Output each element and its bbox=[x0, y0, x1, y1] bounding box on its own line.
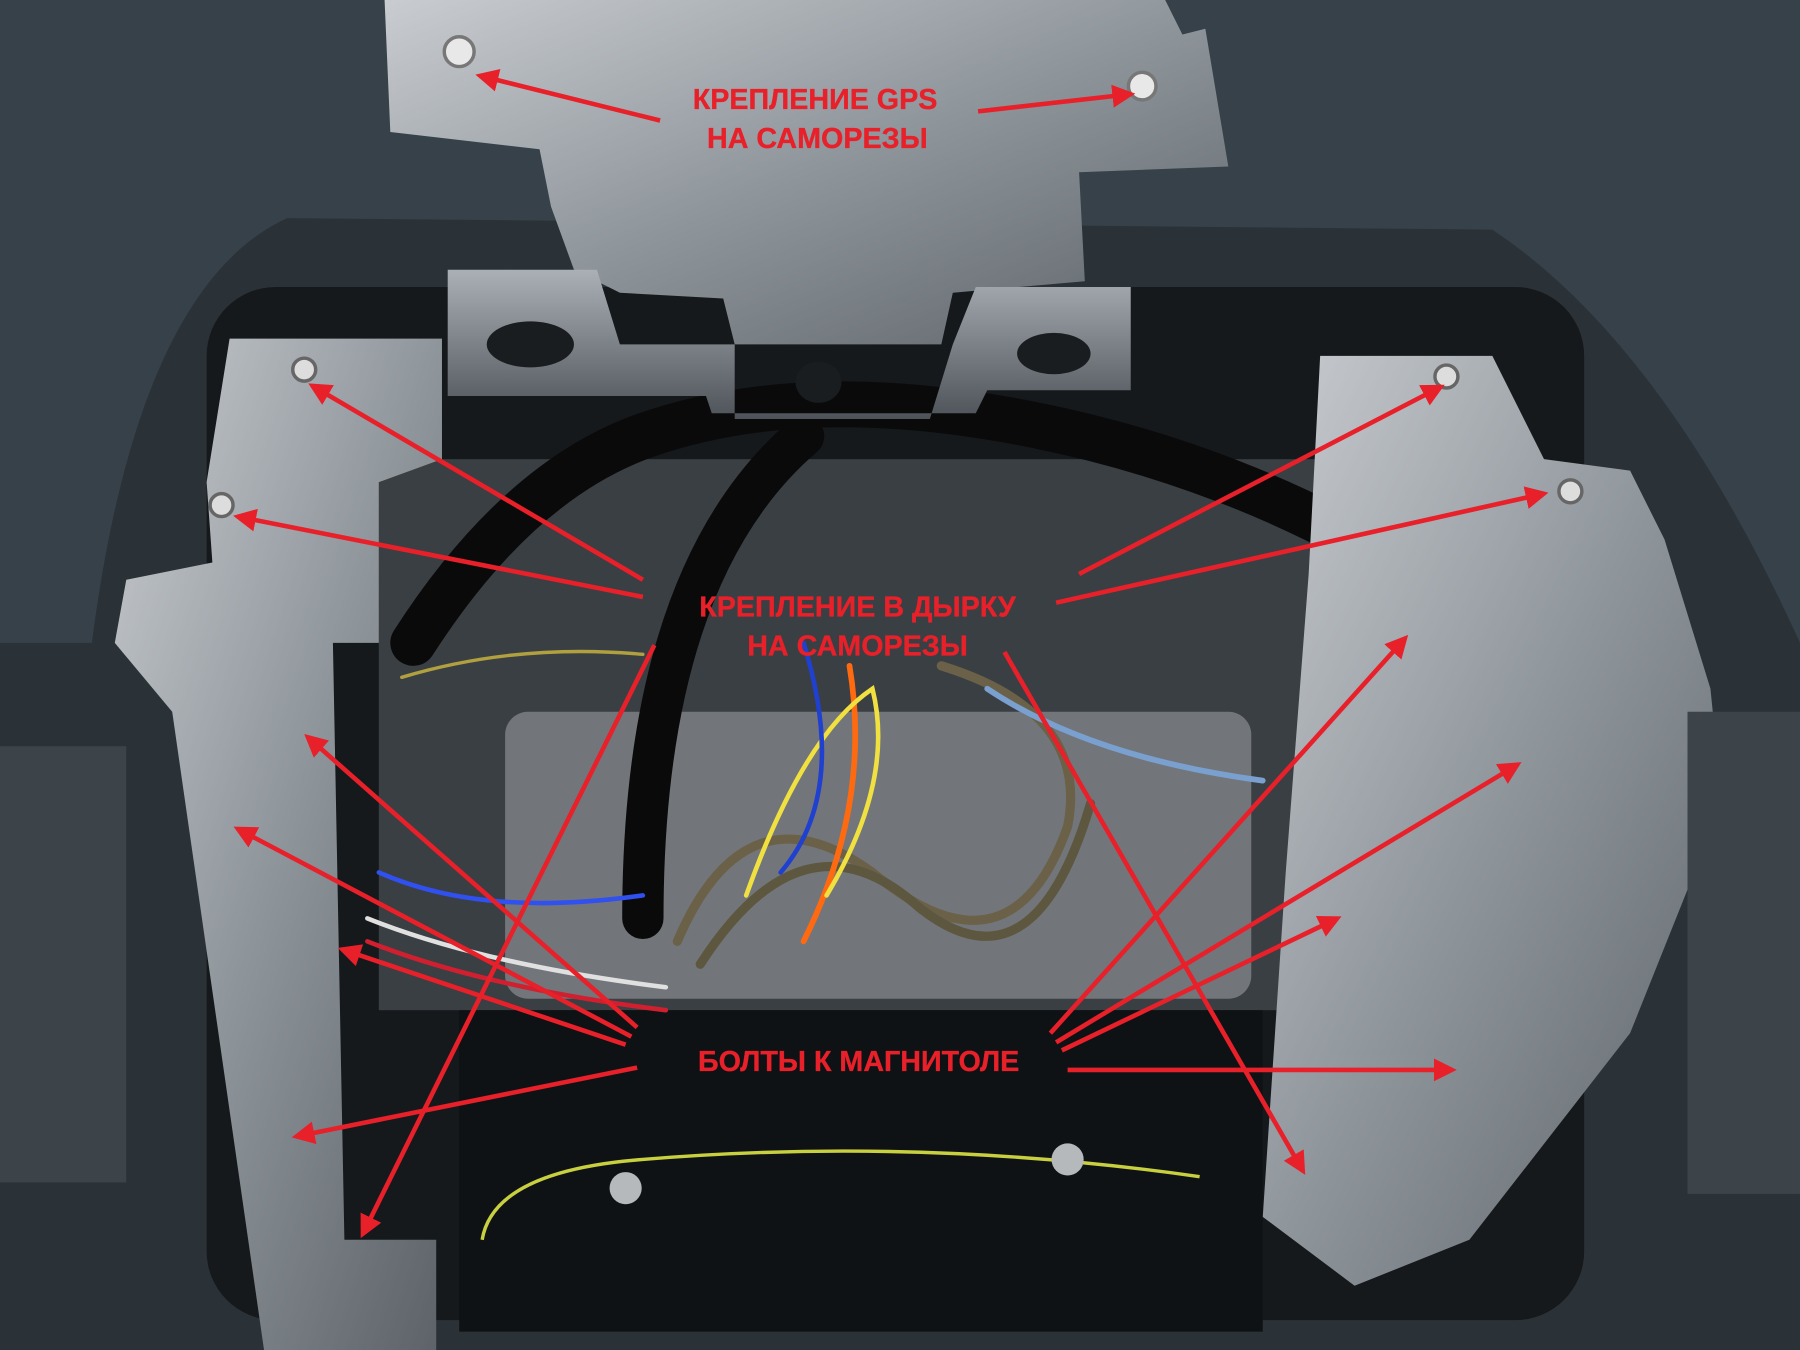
dashboard-panel bbox=[0, 0, 1800, 643]
screw bbox=[609, 1172, 642, 1205]
left-dash-trim bbox=[0, 746, 127, 1183]
left-mounting-bracket bbox=[114, 338, 442, 1350]
screw bbox=[1051, 1143, 1084, 1176]
label-hole-line2: НА САМОРЕЗЫ bbox=[747, 630, 968, 662]
gps-bracket-tabs bbox=[447, 269, 1131, 420]
label-gps-line1: КРЕПЛЕНИЕ GPS bbox=[693, 84, 938, 116]
lower-slot bbox=[459, 1010, 1263, 1332]
label-hole-line1: КРЕПЛЕНИЕ В ДЫРКУ bbox=[699, 591, 1017, 623]
gps-bracket bbox=[384, 0, 1229, 345]
wiring-harness bbox=[365, 381, 1378, 1013]
screw-hole bbox=[291, 356, 318, 383]
label-gps-line2: НА САМОРЕЗЫ bbox=[707, 123, 928, 155]
screw-hole bbox=[208, 491, 235, 519]
bracket-slot bbox=[795, 361, 842, 403]
bracket-slot bbox=[1017, 332, 1091, 375]
screw-hole bbox=[442, 35, 476, 69]
screw-hole bbox=[1126, 70, 1158, 102]
screw-hole bbox=[1433, 363, 1460, 390]
metal-tray bbox=[505, 711, 1252, 999]
right-dash-trim bbox=[1687, 711, 1800, 1194]
right-mounting-bracket bbox=[1262, 355, 1722, 1286]
label-bolts: БОЛТЫ К МАГНИТОЛЕ bbox=[698, 1046, 1019, 1078]
bracket-slot bbox=[486, 321, 574, 368]
annotation-arrows bbox=[233, 69, 1549, 1239]
screw-hole bbox=[1557, 478, 1584, 505]
